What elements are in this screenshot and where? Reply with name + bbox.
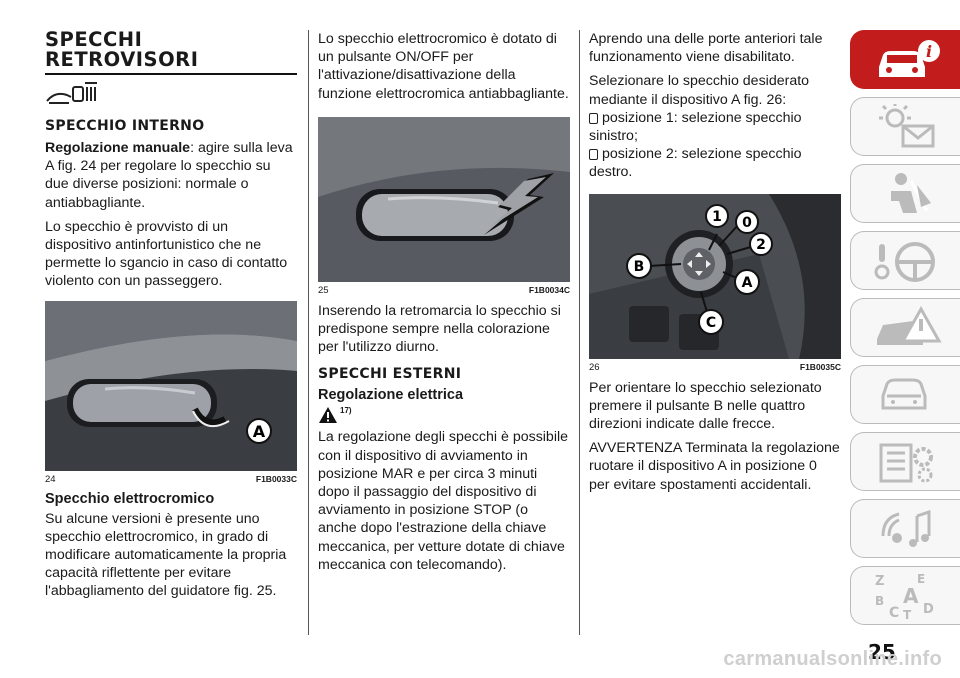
figure-number: 26 xyxy=(589,361,600,373)
list-item-text: posizione 1: selezione specchio sinistro… xyxy=(589,109,802,145)
paragraph: AVVERTENZA Terminata la regolazione ruot… xyxy=(589,440,840,493)
tab-warning-lights[interactable] xyxy=(850,97,960,156)
warning-triangle-icon xyxy=(319,407,337,424)
subsection-title: SPECCHIO INTERNO xyxy=(45,118,205,134)
figure-24: A xyxy=(45,300,297,471)
section-title-line1: SPECCHI xyxy=(45,28,143,51)
column-1: SPECCHI RETROVISORI SPECCHIO INTERNO Reg… xyxy=(45,30,297,607)
index-letter: A xyxy=(903,584,919,608)
interior-mirror-image: A xyxy=(45,300,297,471)
page-number: 25 xyxy=(868,640,896,664)
figure-caption: 26 F1B0035C xyxy=(589,359,841,373)
index-letter: T xyxy=(903,608,912,619)
paragraph: Regolazione manuale: agire sulla leva A … xyxy=(45,139,297,212)
figure-caption: 25 F1B0034C xyxy=(318,282,570,296)
figure-26: 1 0 2 B A C xyxy=(589,193,841,359)
figure-caption: 24 F1B0033C xyxy=(45,471,297,485)
section-title: SPECCHI RETROVISORI xyxy=(45,30,297,70)
multimedia-icon xyxy=(881,509,931,547)
warning-lights-icon xyxy=(879,104,935,148)
seat-safety-icon xyxy=(891,173,931,213)
chapter-tabs: i xyxy=(850,30,960,633)
paragraph: Per orientare lo specchio selezionato pr… xyxy=(589,379,822,433)
fig26-label-2: 2 xyxy=(756,237,766,253)
heading: Regolazione elettrica xyxy=(318,387,464,404)
fig24-label-A: A xyxy=(253,422,266,441)
fig26-label-0: 0 xyxy=(742,215,752,231)
index-letter: E xyxy=(917,573,925,586)
column-divider xyxy=(308,30,309,635)
index-letter: B xyxy=(875,594,884,608)
fig26-label-A: A xyxy=(742,275,753,291)
steering-wheel-icon xyxy=(874,242,935,282)
tab-specs[interactable] xyxy=(850,432,960,491)
figure-number: 25 xyxy=(318,284,329,296)
paragraph: Aprendo una delle porte anteriori tale f… xyxy=(589,31,823,66)
tab-emergency[interactable] xyxy=(850,298,960,357)
section-title-line2: RETROVISORI xyxy=(45,48,199,71)
column-divider xyxy=(579,30,580,635)
svg-text:i: i xyxy=(926,42,932,61)
figure-25 xyxy=(318,116,570,282)
watermark: carmanualsonline.info xyxy=(723,648,942,670)
figure-code: F1B0034C xyxy=(528,284,570,295)
column-2: Lo specchio elettrocromico è dotato di u… xyxy=(318,30,570,580)
specs-icon xyxy=(879,443,933,483)
fig26-label-1: 1 xyxy=(712,209,722,225)
paragraph: Inserendo la retromarcia lo specchio si … xyxy=(318,302,561,356)
paragraph: Selezionare lo specchio desiderato media… xyxy=(589,72,841,108)
list-item: posizione 2: selezione specchio destro. xyxy=(589,145,841,181)
figure-number: 24 xyxy=(45,473,56,485)
paragraph-text: Selezionare lo specchio desiderato media… xyxy=(589,73,810,108)
bold-term: Regolazione manuale xyxy=(45,140,191,156)
figure-code: F1B0033C xyxy=(255,473,297,484)
subsection-title: SPECCHI ESTERNI xyxy=(318,366,462,383)
list-item: posizione 1: selezione specchio sinistro… xyxy=(589,109,841,145)
fig26-label-B: B xyxy=(634,259,645,275)
electrochromic-mirror-image xyxy=(318,116,570,282)
warning-ref-number: 17) xyxy=(340,406,352,416)
paragraph-text: : agire sulla leva A fig. 24 per regolar… xyxy=(45,140,293,211)
mirror-control-image: 1 0 2 B A C xyxy=(589,193,841,359)
section-rule xyxy=(45,73,297,75)
figure-code: F1B0035C xyxy=(799,361,841,372)
checkbox-bullet-icon xyxy=(589,112,598,124)
emergency-icon xyxy=(877,305,942,345)
tab-driving[interactable] xyxy=(850,231,960,290)
mirror-section-icon xyxy=(46,82,97,104)
heading: Specchio elettrocromico xyxy=(45,490,215,507)
column-3: Aprendo una delle porte anteriori tale f… xyxy=(589,30,841,500)
paragraph: Lo specchio elettrocromico è dotato di u… xyxy=(318,31,569,102)
maintenance-icon xyxy=(881,378,927,410)
paragraph: La regolazione degli specchi è possibile… xyxy=(318,429,569,573)
car-info-icon: i xyxy=(879,40,940,77)
warning-reference: 17) xyxy=(318,406,570,424)
index-letter: Z xyxy=(875,574,884,589)
index-letter: D xyxy=(923,602,934,617)
index-icon: Z E A B C T D xyxy=(875,573,934,619)
tab-car-info[interactable]: i xyxy=(850,30,960,89)
paragraph: Su alcune versioni è presente uno specch… xyxy=(45,510,287,600)
paragraph: Lo specchio è provvisto di un dispositiv… xyxy=(45,218,288,290)
index-letter: C xyxy=(889,605,899,619)
tab-service[interactable] xyxy=(850,365,960,424)
tab-safety[interactable] xyxy=(850,164,960,223)
checkbox-bullet-icon xyxy=(589,148,598,160)
fig26-label-C: C xyxy=(706,315,716,331)
tab-multimedia[interactable] xyxy=(850,499,960,558)
list-item-text: posizione 2: selezione specchio destro. xyxy=(589,146,802,181)
tab-index[interactable]: Z E A B C T D xyxy=(850,566,960,625)
